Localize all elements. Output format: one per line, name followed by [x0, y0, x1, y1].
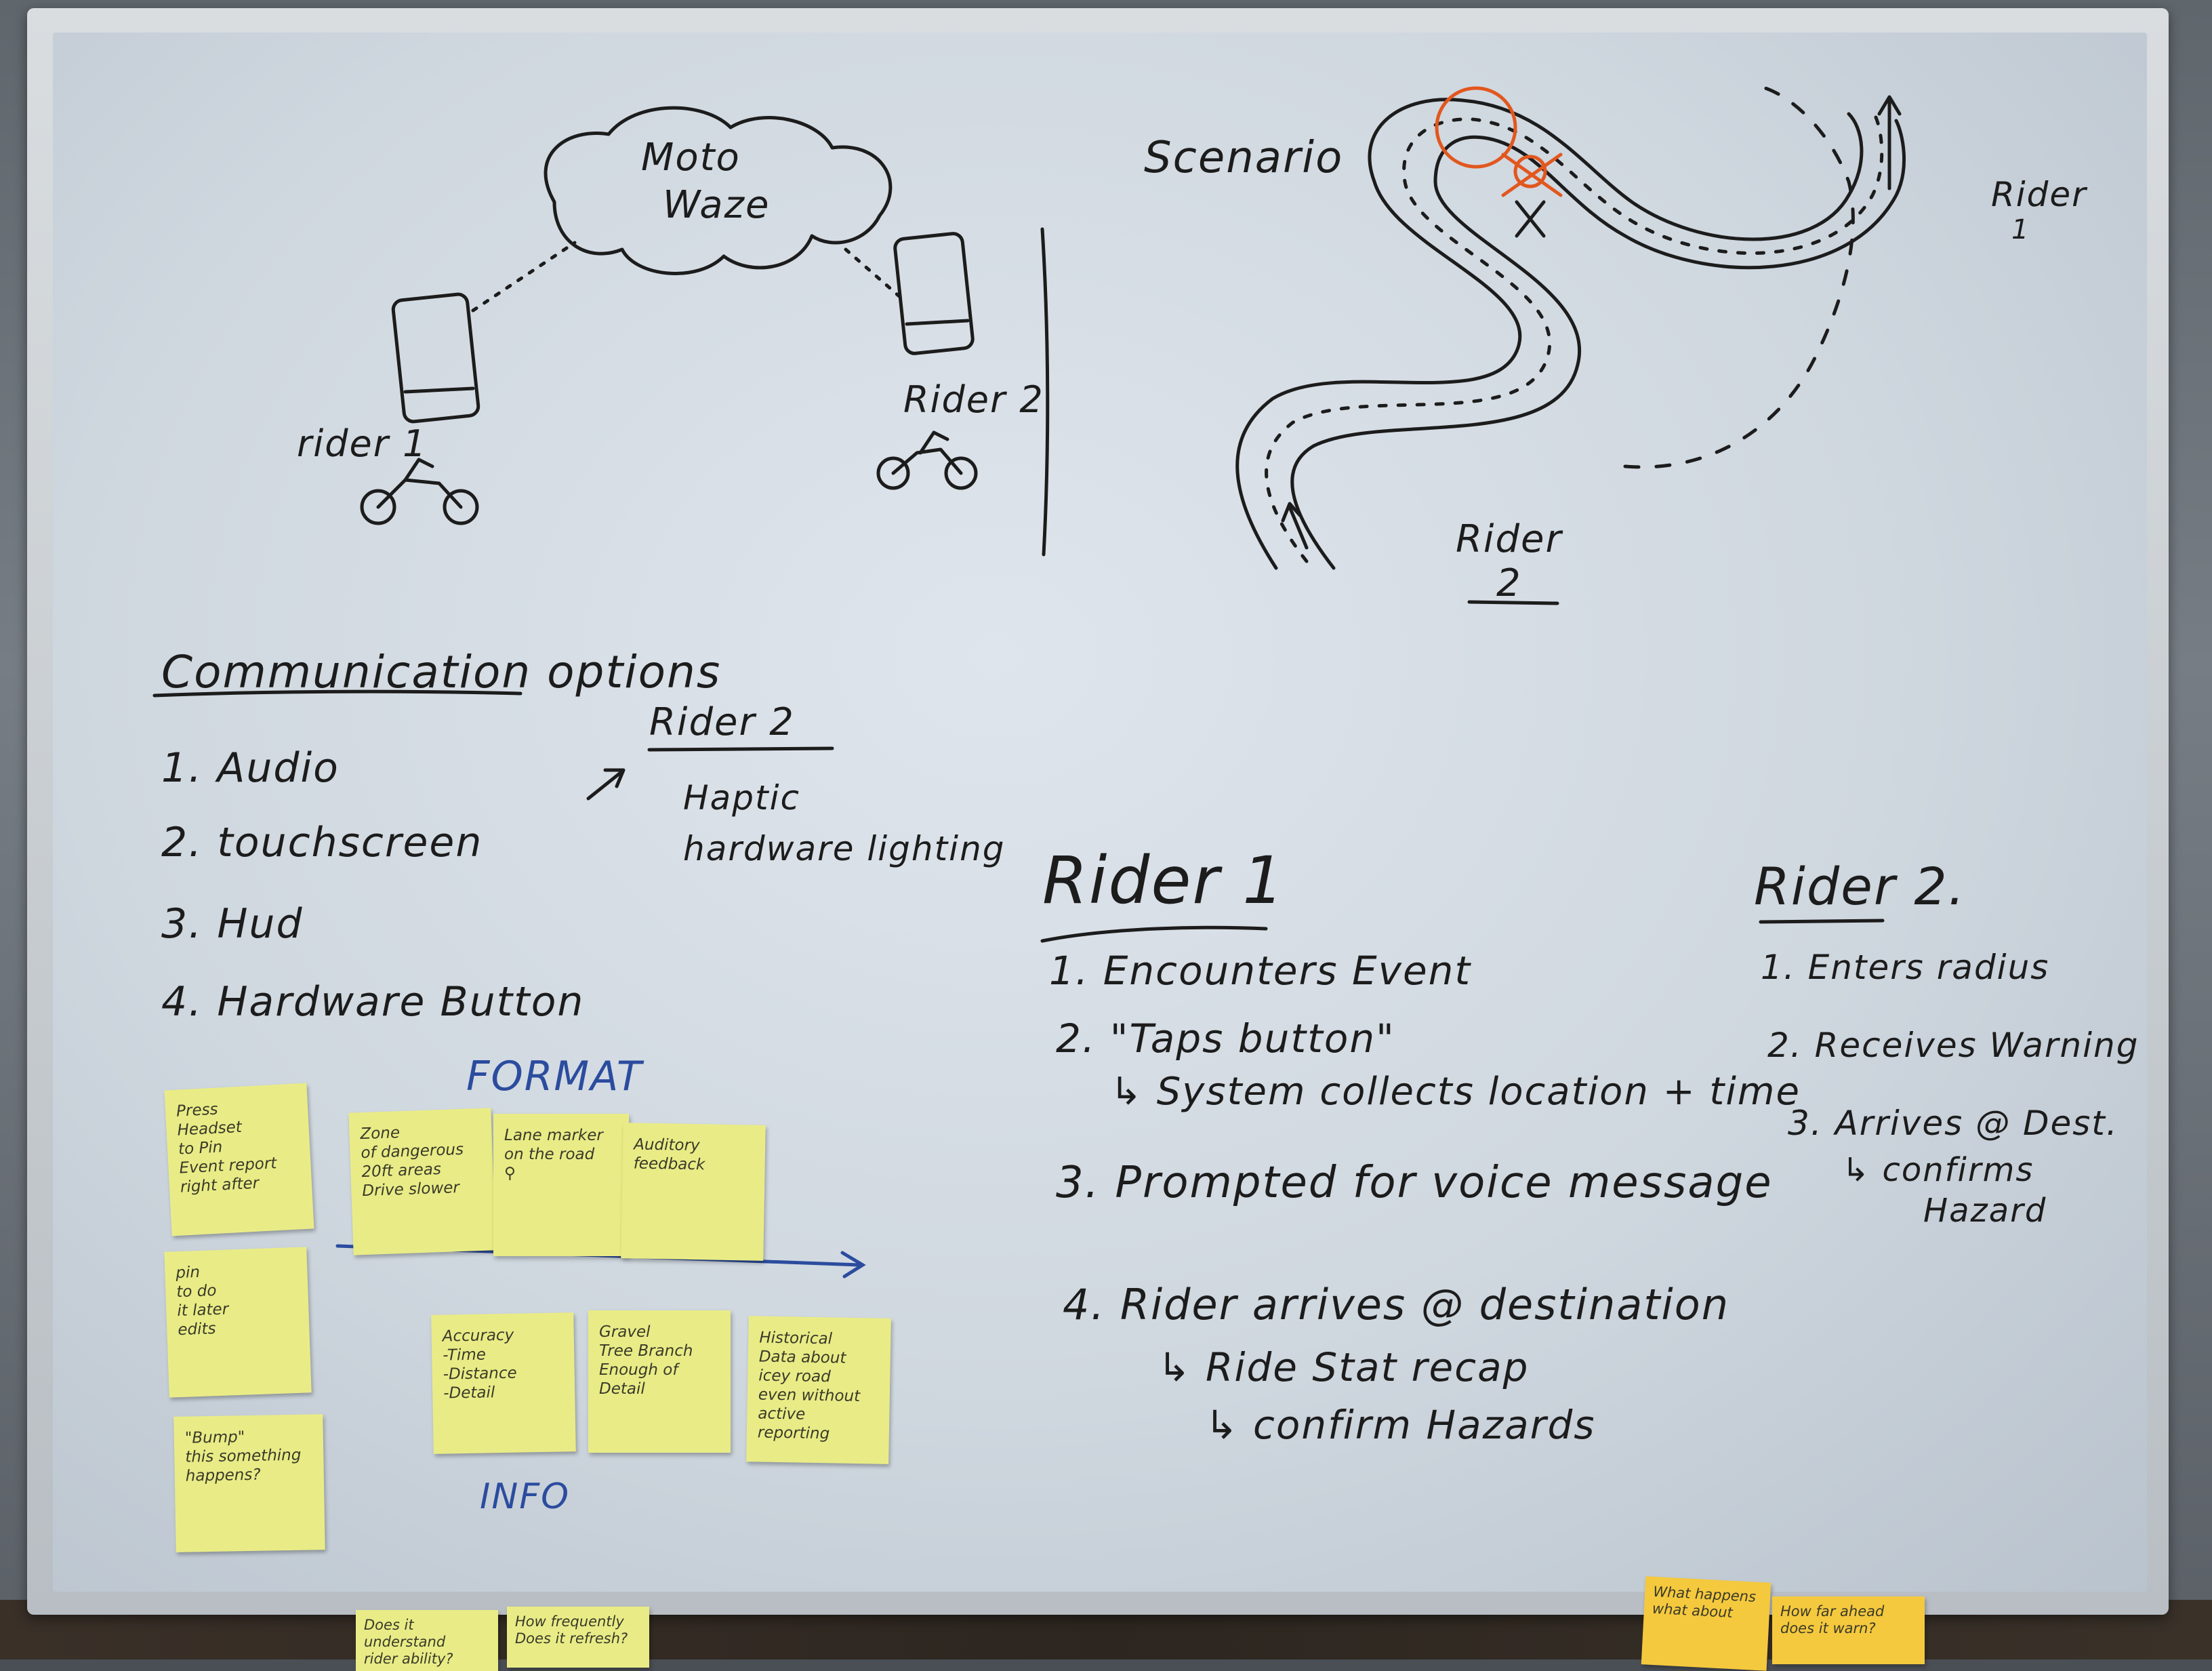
scenario-rider1-num: 1 [2011, 214, 2030, 245]
comm-item: 4. Hardware Button [161, 978, 585, 1026]
arrow-rider1-to-cloud [471, 241, 577, 313]
dashed-trajectory [1623, 85, 1855, 469]
sticky-note-text: How far ahead does it warn? [1780, 1603, 1885, 1636]
road-inner-edge [1290, 119, 1906, 570]
hazard-circle [1435, 86, 1517, 169]
sticky-note-text: Gravel Tree Branch Enough of Detail [599, 1323, 693, 1398]
x-mark [1515, 200, 1546, 238]
sticky-note-text: Auditory feedback [633, 1135, 705, 1174]
sticky-note-text: What happens what about [1652, 1583, 1757, 1622]
format-label: FORMAT [466, 1053, 643, 1100]
tray-sticky-note[interactable]: How frequently Does it refresh? [507, 1607, 649, 1668]
sticky-note[interactable]: Gravel Tree Branch Enough of Detail [588, 1310, 731, 1453]
rider1-arrow [1877, 95, 1902, 190]
cloud-shape [544, 106, 893, 275]
rider2-num-underline [1467, 600, 1559, 605]
scenario-rider2-label: Rider [1456, 517, 1563, 561]
rider1-step: 1. Encounters Event [1049, 948, 1472, 994]
info-label: INFO [480, 1476, 571, 1517]
sticky-note-text: Zone of dangerous 20ft areas Drive slowe… [360, 1124, 464, 1201]
sticky-note-text: "Bump" this something happens? [184, 1428, 302, 1485]
rider1-diagram-label: rider 1 [297, 422, 428, 465]
rider2-steps-title: Rider 2. [1754, 856, 1966, 917]
sticky-note[interactable]: "Bump" this something happens? [173, 1414, 325, 1552]
divider-line [1040, 227, 1050, 557]
comm-item: 1. Audio [161, 744, 340, 792]
rider2-step: 3. Arrives @ Dest. [1788, 1104, 2118, 1143]
rider1-step: ↳ confirm Hazards [1205, 1402, 1596, 1448]
scenario-rider2-num: 2 [1496, 561, 1522, 605]
rider2-step: 1. Enters radius [1761, 948, 2050, 987]
sticky-note-text: How frequently Does it refresh? [515, 1613, 628, 1647]
comm-item: 3. Hud [161, 900, 304, 948]
sticky-note[interactable]: Zone of dangerous 20ft areas Drive slowe… [348, 1108, 496, 1255]
sticky-note-text: Accuracy -Time -Distance -Detail [442, 1326, 517, 1403]
rider2-arrow [1281, 502, 1309, 550]
rider2-comm-underline [647, 746, 834, 752]
rider1-steps-title: Rider 1 [1042, 843, 1286, 919]
comm-arrow [586, 768, 626, 801]
tray-sticky-note[interactable]: Does it understand rider ability? [356, 1610, 498, 1671]
sticky-note-text: Does it understand rider ability? [364, 1617, 453, 1667]
rider2-step: ↳ confirms [1842, 1151, 2034, 1189]
scenario-title: Scenario [1144, 133, 1344, 183]
sticky-note[interactable]: pin to do it later edits [164, 1247, 312, 1398]
whiteboard: Moto Waze rider 1 Rider 2 Scenario Rider… [53, 33, 2147, 1592]
whiteboard-drawings [152, 85, 1906, 1279]
sticky-note[interactable]: Historical Data about icey road even wit… [746, 1316, 891, 1464]
sticky-note-text: Lane marker on the road ⚲ [504, 1127, 603, 1182]
sticky-note[interactable]: Press Headset to Pin Event report right … [164, 1083, 314, 1236]
rider2-step: 2. Receives Warning [1767, 1026, 2139, 1065]
tray-sticky-note[interactable]: What happens what about [1641, 1576, 1771, 1671]
rider1-step: 4. Rider arrives @ destination [1063, 1280, 1730, 1329]
rider1-step: ↳ Ride Stat recap [1158, 1344, 1530, 1390]
scenario-rider1-label: Rider [1991, 175, 2087, 214]
road-outer-edge [1235, 98, 1864, 570]
phone-rider2 [893, 232, 975, 355]
sticky-note[interactable]: Auditory feedback [621, 1123, 766, 1261]
sticky-note-text: pin to do it later edits [175, 1263, 229, 1340]
cloud-label-line1: Moto [641, 136, 741, 180]
comm-rider2-item: hardware lighting [683, 829, 1006, 868]
rider1-step: 2. "Taps button" [1056, 1015, 1395, 1062]
comm-item: 2. touchscreen [161, 819, 483, 866]
tray-sticky-note[interactable]: How far ahead does it warn? [1772, 1596, 1925, 1664]
rider2-step: Hazard [1923, 1192, 2047, 1230]
comm-rider2-title: Rider 2 [649, 700, 795, 744]
phone-rider1 [391, 292, 480, 424]
skull-crossbones-icon [1501, 153, 1563, 197]
rider1-step: 3. Prompted for voice message [1056, 1158, 1773, 1208]
rider2-underline [1759, 919, 1885, 924]
arrow-cloud-to-rider2 [844, 247, 902, 299]
rider1-underline [1040, 925, 1268, 943]
sticky-note-text: Historical Data about icey road even wit… [757, 1329, 861, 1443]
sticky-note[interactable]: Accuracy -Time -Distance -Detail [431, 1312, 576, 1454]
rider1-step: ↳ System collects location + time [1110, 1070, 1801, 1114]
sticky-note-text: Press Headset to Pin Event report right … [176, 1100, 278, 1196]
motorcycle-rider1-icon [360, 458, 479, 525]
sticky-note[interactable]: Lane marker on the road ⚲ [493, 1114, 629, 1256]
rider2-diagram-label: Rider 2 [903, 378, 1044, 421]
comm-rider2-item: Haptic [683, 778, 800, 818]
comm-title: Communication options [161, 646, 722, 698]
road-center-dashes [1265, 115, 1884, 563]
cloud-label-line2: Waze [663, 183, 771, 227]
motorcycle-rider2-icon [876, 430, 978, 490]
comm-underline [152, 689, 523, 698]
